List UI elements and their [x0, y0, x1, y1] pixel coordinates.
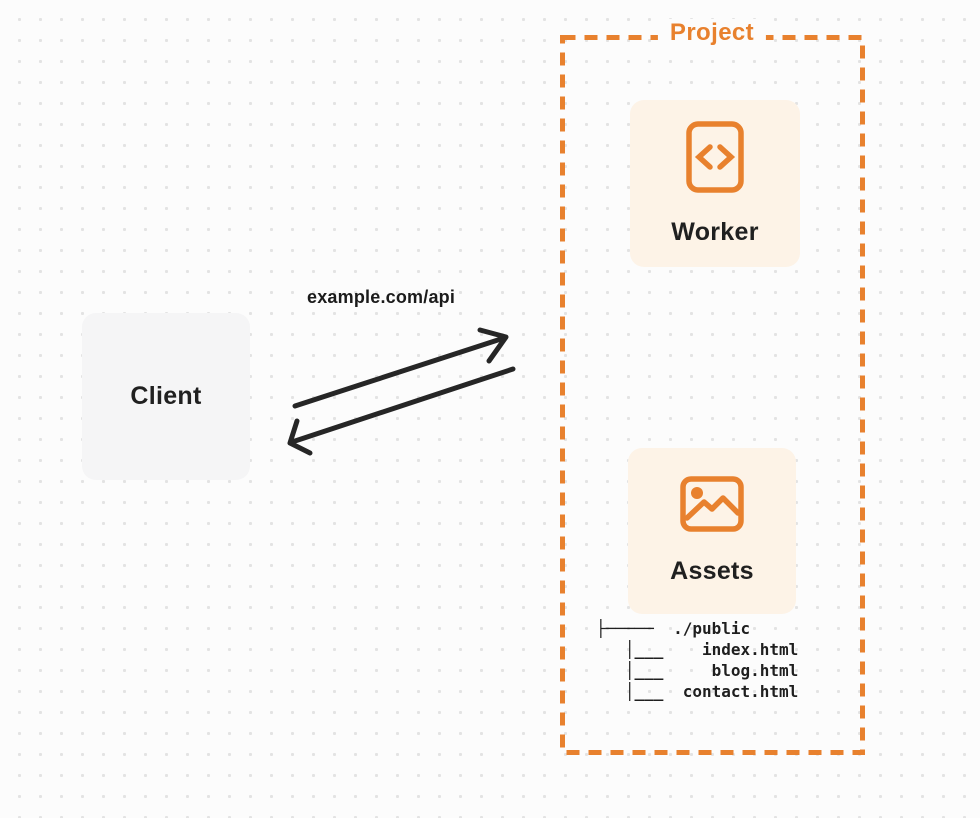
request-url-label: example.com/api [307, 287, 456, 307]
client-node: Client [82, 313, 250, 480]
code-icon [686, 120, 744, 193]
assets-file-tree: ├───── ./public │___ index.html │___ blo… [596, 618, 798, 702]
image-icon [680, 476, 744, 532]
request-arrow [292, 327, 509, 409]
worker-node: Worker [630, 100, 800, 267]
tree-line-public: ├───── ./public [596, 619, 751, 638]
tree-line-blog: │___ blog.html [596, 661, 799, 680]
project-group-title: Project [657, 19, 767, 47]
tree-line-index: │___ index.html [596, 640, 799, 659]
assets-label: Assets [670, 557, 754, 585]
client-label: Client [130, 382, 202, 410]
response-arrow [287, 366, 516, 456]
worker-label: Worker [671, 217, 759, 246]
tree-line-contact: │___ contact.html [596, 682, 799, 701]
assets-node: Assets [628, 448, 796, 614]
